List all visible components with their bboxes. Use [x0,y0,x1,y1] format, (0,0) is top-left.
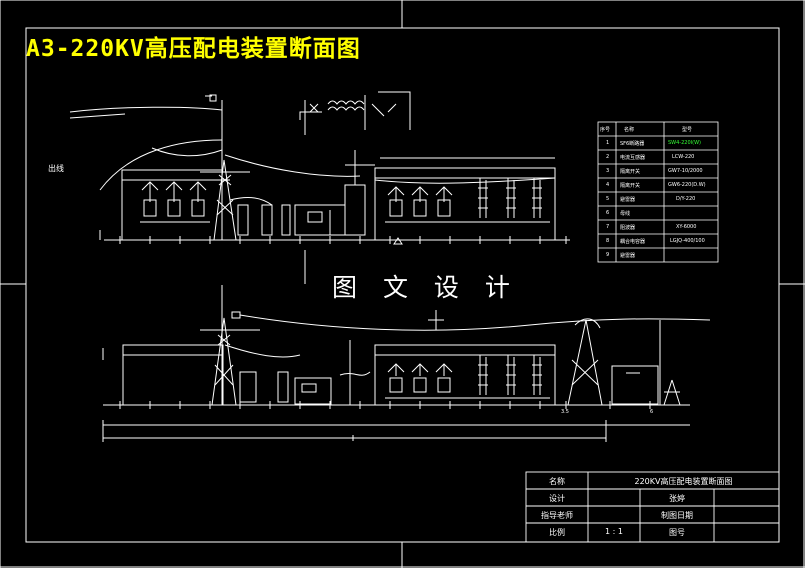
table-row-name: 母线 [620,211,631,217]
table-header-name: 名称 [624,127,635,133]
title-block-advisor-label: 指导老师 [541,511,573,520]
upper-section [69,91,570,284]
table-row-model: GW7-10/2000 [668,168,703,174]
lower-section [102,285,711,442]
table-row-model: LCW-220 [672,154,695,160]
table-header-model: 型号 [682,127,693,133]
outgoing-line-label: 出线 [48,164,64,173]
equipment-table-grid [597,121,719,263]
table-row-no: 4 [606,182,610,188]
title-block-name-label: 名称 [549,477,565,486]
title-block-design-value: 张婷 [669,494,685,503]
table-row-no: 7 [606,224,610,230]
table-row-name: SF6断路器 [620,141,645,147]
table-row-name: 耦合电容器 [620,239,646,245]
table-row-name: 电流互感器 [620,155,646,161]
table-row-model: SW4-220I(W) [668,140,701,146]
table-row-no: 3 [606,168,610,174]
dimension-mark: 3.5 [561,409,569,415]
dimension-mark: 6 [650,409,654,415]
table-row-no: 8 [606,238,610,244]
watermark-text: 图 文 设 计 [332,273,519,302]
table-header-no: 序号 [600,127,611,133]
title-block-design-label: 设计 [549,494,565,503]
table-row-name: 避雷器 [620,197,636,203]
drawing-title: A3-220KV高压配电装置断面图 [26,36,361,62]
table-row-model: LGJQ-400/100 [670,238,705,244]
table-row-name: 阻波器 [620,225,636,231]
title-block-name-value: 220KV高压配电装置断面图 [634,477,733,486]
title-block-grid [525,471,780,543]
table-row-name: 隔离开关 [620,183,641,189]
title-block-drawing-no-label: 图号 [669,528,685,537]
title-block-scale-value: 1 : 1 [605,527,623,536]
table-row-model: XY-6000 [676,224,697,230]
table-row-model: D/Y-220 [676,196,696,202]
table-row-no: 9 [606,252,610,258]
table-row-no: 2 [606,154,610,160]
table-row-no: 1 [606,140,610,146]
title-block-date-label: 制图日期 [661,511,693,520]
title-block-scale-label: 比例 [549,528,565,537]
table-row-model: GW6-220(D.W) [668,182,706,188]
table-row-no: 5 [606,196,610,202]
table-row-no: 6 [606,210,610,216]
table-row-name: 避雷器 [620,253,636,259]
table-row-name: 隔离开关 [620,169,641,175]
